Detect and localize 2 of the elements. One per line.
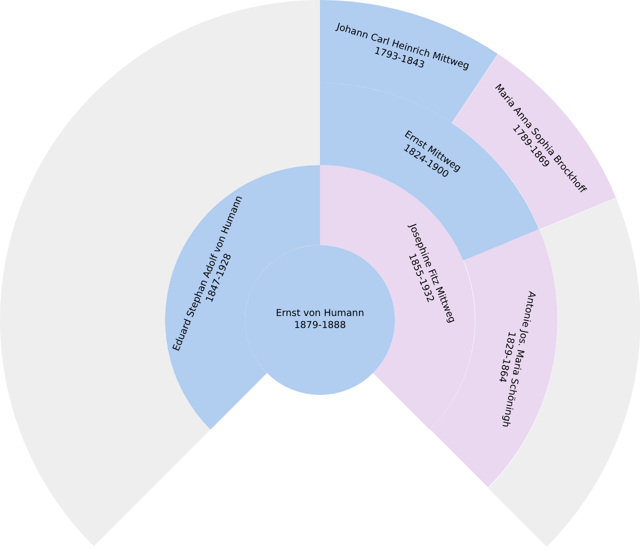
person-name: Ernst von Humann <box>276 308 364 320</box>
life-dates: 1879-1888 <box>293 320 347 332</box>
